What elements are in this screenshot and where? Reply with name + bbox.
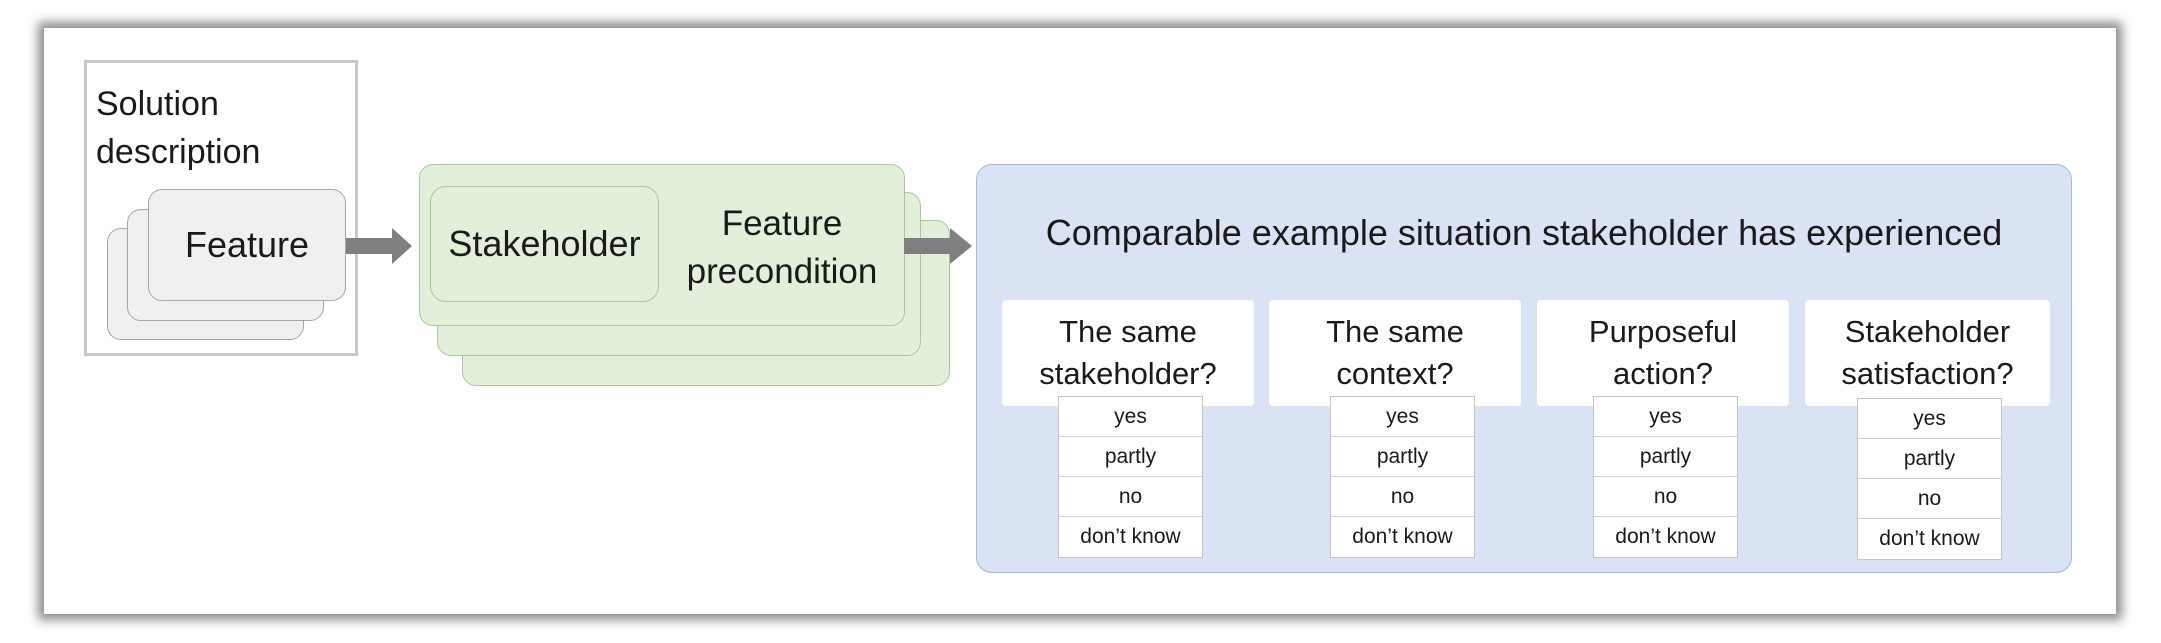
option-partly[interactable]: partly [1059,437,1202,477]
arrow-right-icon [346,228,414,264]
stakeholder-box: Stakeholder [430,186,659,302]
question-stakeholder-satisfaction: Stakeholder satisfaction? [1805,300,2050,406]
answer-options-purposeful-action: yes partly no don’t know [1593,396,1738,558]
option-partly[interactable]: partly [1594,437,1737,477]
question-line1: Purposeful [1588,314,1738,349]
option-yes[interactable]: yes [1594,397,1737,437]
solution-title-line2: description [96,133,261,171]
option-partly[interactable]: partly [1858,439,2001,479]
solution-description-title: Solution description [96,80,260,176]
option-dont-know[interactable]: don’t know [1879,527,1980,550]
question-line2: action? [1613,356,1713,391]
feature-precondition-label: Feature precondition [664,200,900,296]
answer-options-stakeholder-satisfaction: yes partly no don’t know [1857,398,2002,560]
feature-card: Feature [148,189,346,301]
question-same-stakeholder: The same stakeholder? [1002,300,1254,406]
question-line2: stakeholder? [1039,356,1217,391]
panel-title: Comparable example situation stakeholder… [1045,212,2003,253]
option-partly[interactable]: partly [1331,437,1474,477]
question-same-context: The same context? [1269,300,1521,406]
question-purposeful-action: Purposeful action? [1537,300,1789,406]
option-no[interactable]: no [1594,477,1737,517]
answer-options-same-context: yes partly no don’t know [1330,396,1475,558]
stakeholder-label: Stakeholder [448,223,641,264]
question-line2: context? [1336,356,1454,391]
precondition-line1: Feature [721,204,843,243]
option-yes[interactable]: yes [1331,397,1474,437]
option-dont-know[interactable]: don’t know [1080,525,1181,548]
solution-title-line1: Solution [96,85,219,123]
option-yes[interactable]: yes [1059,397,1202,437]
option-no[interactable]: no [1059,477,1202,517]
question-line2: satisfaction? [1841,356,2014,391]
option-yes[interactable]: yes [1858,399,2001,439]
option-no[interactable]: no [1331,477,1474,517]
precondition-line2: precondition [686,252,878,291]
question-line1: Stakeholder [1844,314,2011,349]
option-dont-know[interactable]: don’t know [1352,525,1453,548]
feature-label: Feature [184,224,310,265]
answer-options-same-stakeholder: yes partly no don’t know [1058,396,1203,558]
question-line1: The same [1059,314,1197,349]
option-dont-know[interactable]: don’t know [1615,525,1716,548]
option-no[interactable]: no [1858,479,2001,519]
arrow-right-icon [904,228,974,264]
question-line1: The same [1326,314,1464,349]
